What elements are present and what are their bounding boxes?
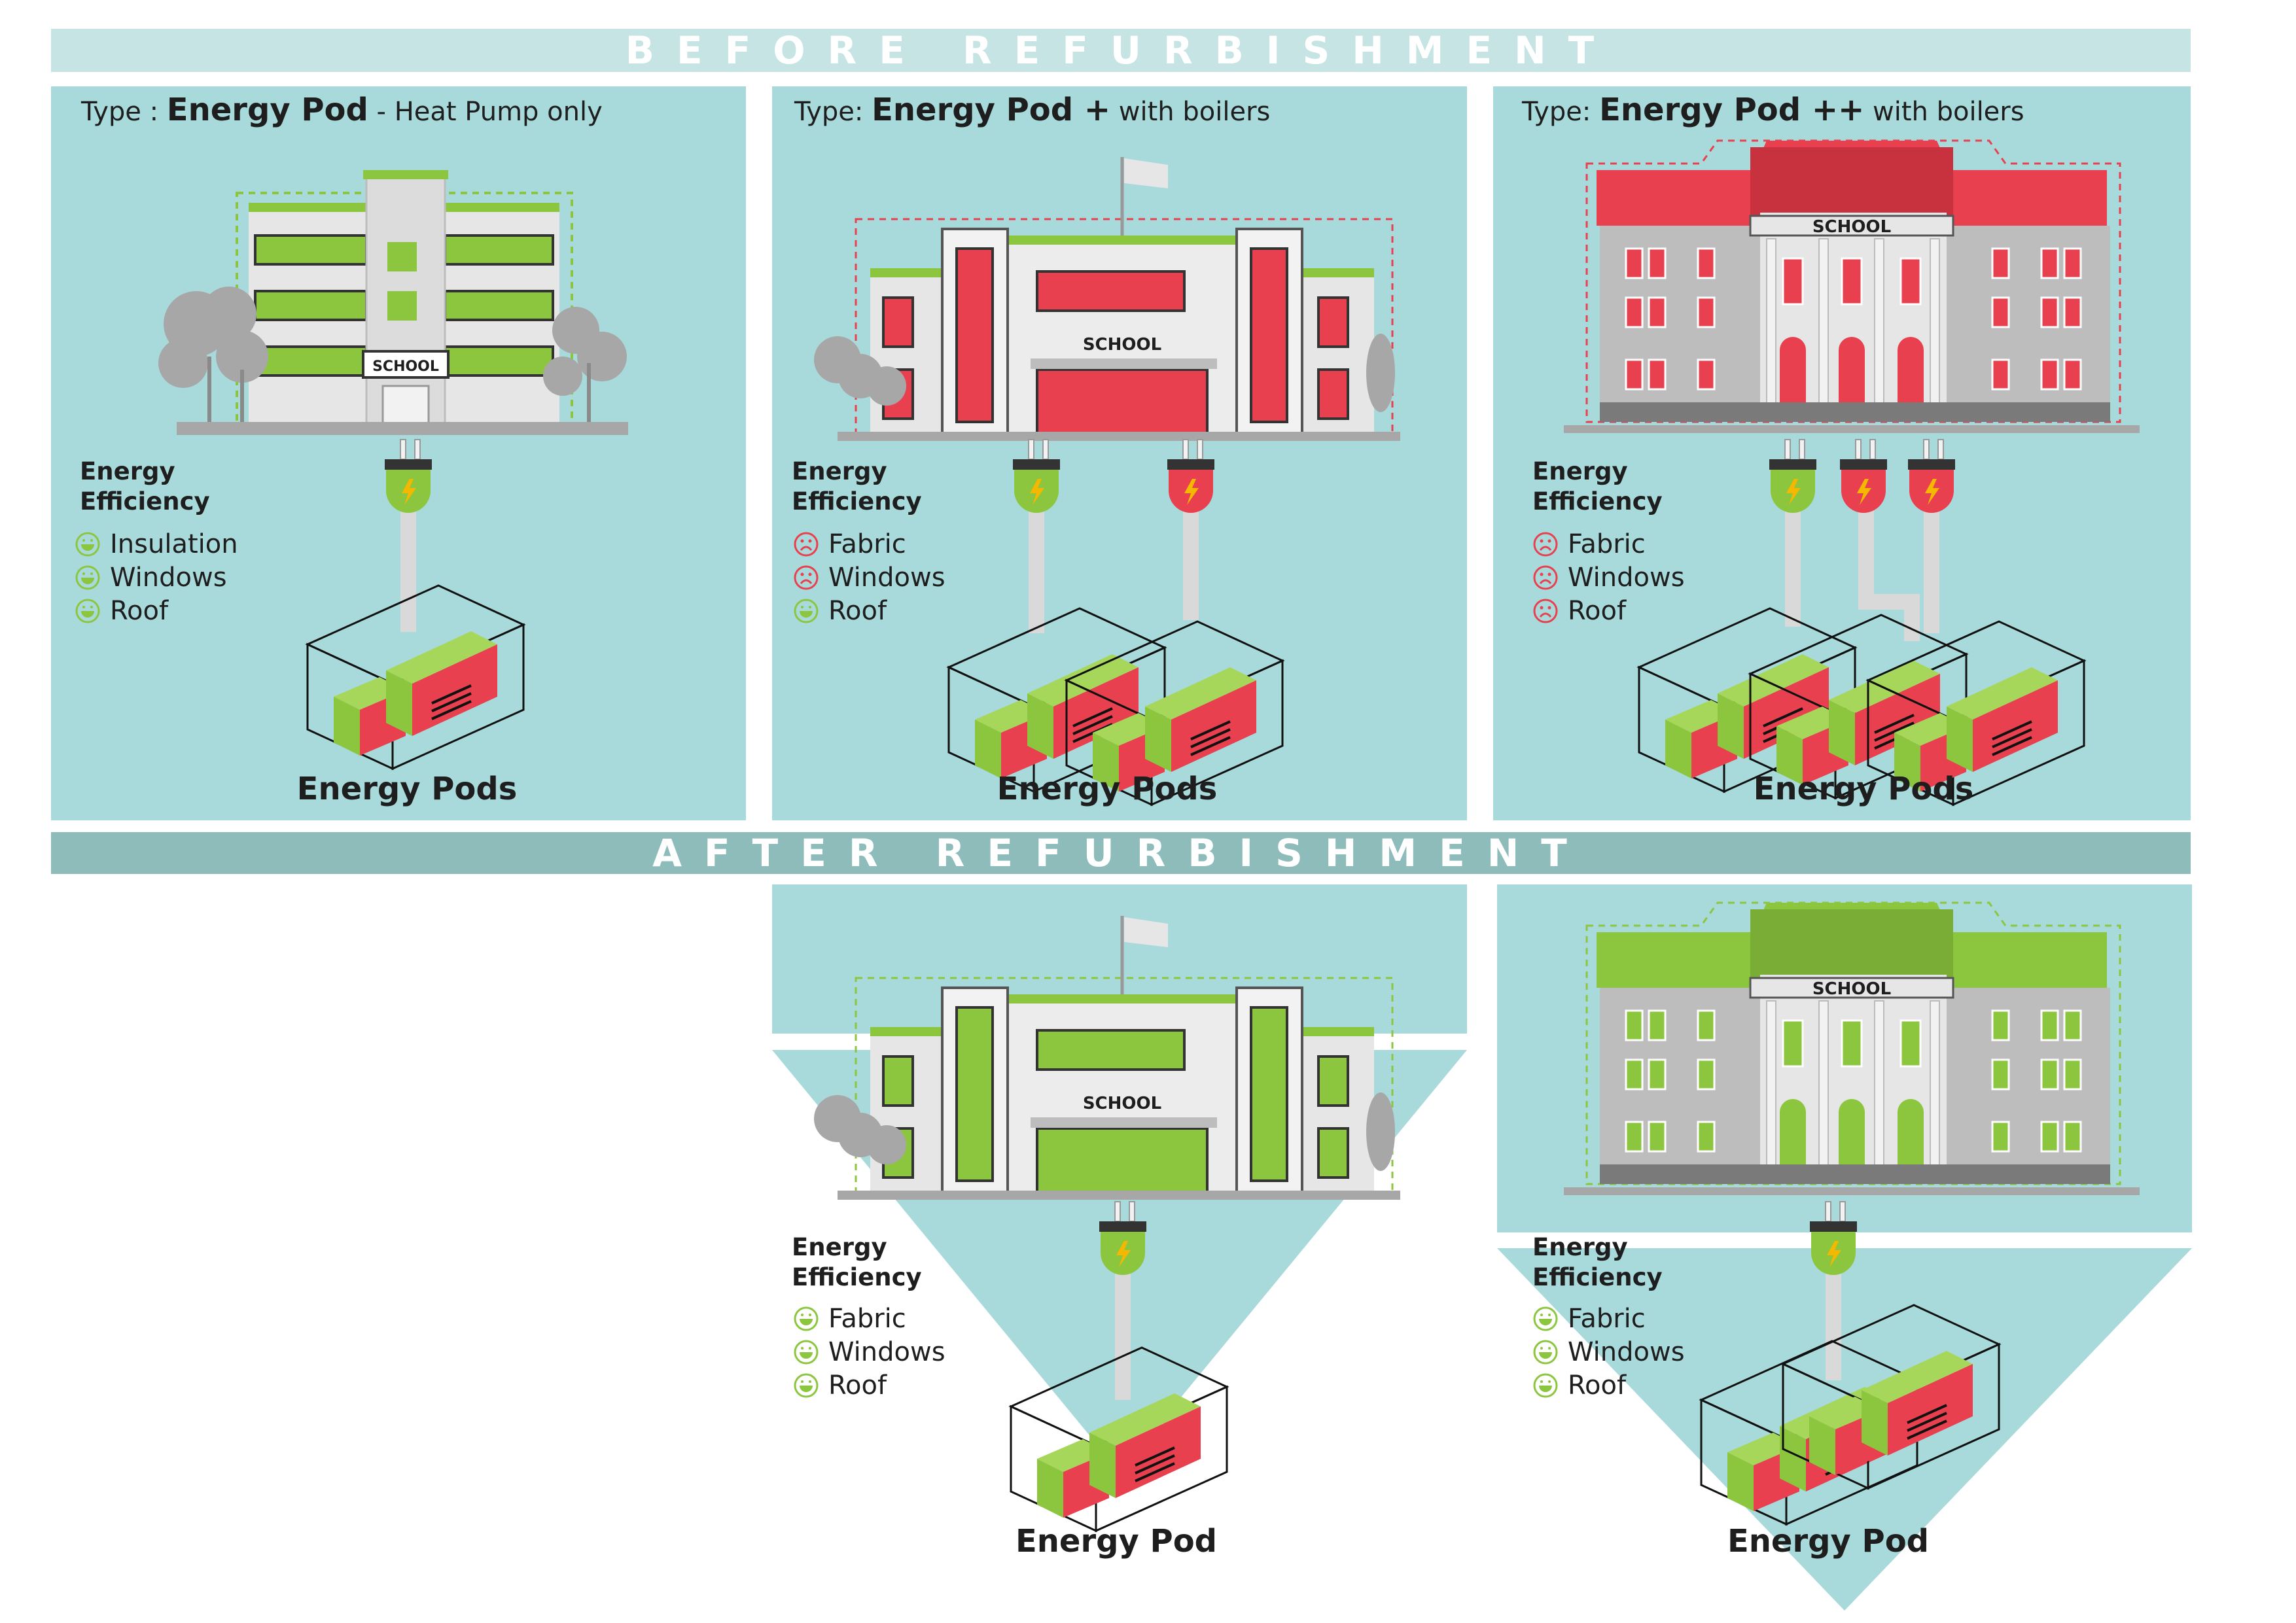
happy-face-icon <box>75 599 100 623</box>
energy-pods-caption: Energy Pods <box>997 771 1218 807</box>
happy-face-icon <box>1533 1306 1558 1331</box>
school-sign: SCHOOL <box>1812 217 1891 237</box>
type-prefix: Type: <box>794 97 872 127</box>
happy-face-icon <box>75 532 100 556</box>
before-refurbishment-banner: BEFORE REFURBISHMENT <box>51 28 2191 73</box>
efficiency-item: Insulation <box>75 527 238 561</box>
efficiency-item: Fabric <box>1532 1302 1685 1335</box>
energy-pods-caption: Energy Pods <box>296 771 518 807</box>
school-building-modern-icon: SCHOOL <box>158 170 628 435</box>
panel-2-type: Type: Energy Pod + with boilers <box>794 92 1270 128</box>
efficiency-item: Windows <box>75 561 238 594</box>
type-name: Energy Pod + <box>872 92 1111 128</box>
after-refurbishment-banner: AFTER REFURBISHMENT <box>51 831 2191 875</box>
efficiency-item: Fabric <box>793 1302 945 1335</box>
efficiency-item: Windows <box>793 561 945 594</box>
happy-face-icon <box>794 1373 819 1397</box>
efficiency-item: Roof <box>793 594 945 627</box>
sad-face-icon <box>1533 532 1558 556</box>
energy-efficiency-list: Fabric Windows Roof <box>793 1302 945 1402</box>
energy-pod-caption: Energy Pod <box>1015 1523 1218 1560</box>
sad-face-icon <box>794 565 819 589</box>
efficiency-item: Fabric <box>793 527 945 561</box>
efficiency-item: Roof <box>1532 1369 1685 1402</box>
after-banner-text: AFTER REFURBISHMENT <box>652 831 1589 875</box>
school-sign: SCHOOL <box>1083 1094 1161 1113</box>
type-name: Energy Pod ++ <box>1599 92 1865 128</box>
type-suffix: with boilers <box>1864 97 2024 127</box>
efficiency-item: Roof <box>793 1369 945 1402</box>
efficiency-item: Windows <box>1532 1335 1685 1369</box>
type-prefix: Type: <box>1522 97 1600 127</box>
efficiency-item: Fabric <box>1532 527 1685 561</box>
sad-face-icon <box>794 532 819 556</box>
type-suffix: with boilers <box>1110 97 1271 127</box>
before-banner-text: BEFORE REFURBISHMENT <box>625 28 1617 73</box>
energy-pods-caption: Energy Pods <box>1753 771 1974 807</box>
efficiency-item: Roof <box>75 594 238 627</box>
efficiency-item: Windows <box>1532 561 1685 594</box>
happy-face-icon <box>794 599 819 623</box>
energy-efficiency-list: Fabric Windows Roof <box>793 527 945 627</box>
school-sign: SCHOOL <box>372 358 439 375</box>
sad-face-icon <box>1533 565 1558 589</box>
school-sign: SCHOOL <box>1083 335 1161 355</box>
panel-3-type: Type: Energy Pod ++ with boilers <box>1522 92 2024 128</box>
happy-face-icon <box>75 565 100 589</box>
energy-pod-caption: Energy Pod <box>1727 1523 1930 1560</box>
school-building-classic-refurbished-icon: SCHOOL <box>814 916 1400 1200</box>
sad-face-icon <box>1533 599 1558 623</box>
type-prefix: Type : <box>81 97 167 127</box>
energy-efficiency-list: Fabric Windows Roof <box>1532 527 1685 627</box>
school-building-classic-icon: SCHOOL <box>814 157 1400 441</box>
energy-efficiency-list: Insulation Windows Roof <box>75 527 238 627</box>
school-sign: SCHOOL <box>1812 979 1891 999</box>
efficiency-item: Roof <box>1532 594 1685 627</box>
school-building-grand-refurbished-icon: SCHOOL <box>1564 901 2140 1195</box>
panel-1-type: Type : Energy Pod - Heat Pump only <box>81 92 603 128</box>
energy-efficiency-list: Fabric Windows Roof <box>1532 1302 1685 1402</box>
happy-face-icon <box>794 1306 819 1331</box>
happy-face-icon <box>794 1340 819 1364</box>
happy-face-icon <box>1533 1373 1558 1397</box>
school-building-grand-icon: SCHOOL <box>1564 139 2140 433</box>
type-suffix: - Heat Pump only <box>368 97 603 127</box>
type-name: Energy Pod <box>166 92 368 128</box>
happy-face-icon <box>1533 1340 1558 1364</box>
efficiency-item: Windows <box>793 1335 945 1369</box>
